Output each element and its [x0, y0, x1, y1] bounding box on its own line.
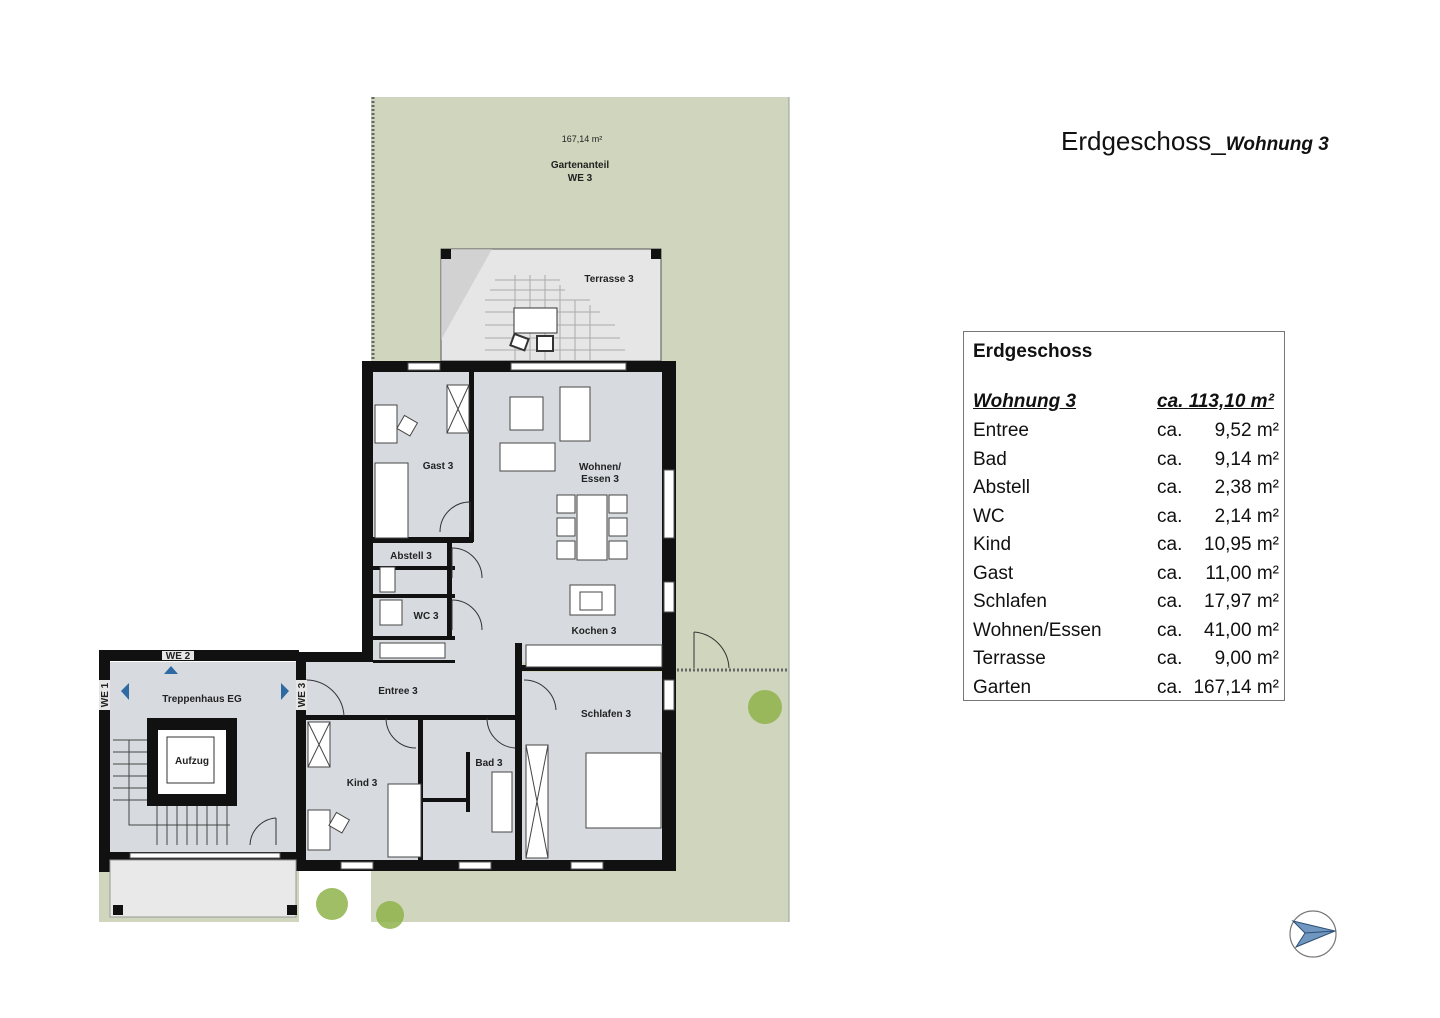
room-label-wohnen: Wohnen/ — [579, 462, 621, 473]
room-label-abstell: Abstell 3 — [390, 551, 432, 562]
room-label-wc: WC 3 — [414, 611, 439, 622]
title-sub: Wohnung 3 — [1225, 134, 1329, 155]
stairs — [113, 739, 230, 845]
garden-area-value: 167,14 m² — [562, 134, 603, 144]
garden-label-we: WE 3 — [568, 173, 593, 184]
terrace-label: Terrasse 3 — [584, 274, 634, 285]
room-label-essen: Essen 3 — [581, 474, 619, 485]
room-label-treppenhaus: Treppenhaus EG — [162, 694, 242, 705]
room-label-schlafen: Schlafen 3 — [581, 709, 631, 720]
area-row-total: Wohnung 3 ca. 113,10 m² — [973, 391, 1274, 412]
room-label-kind: Kind 3 — [347, 778, 378, 789]
entrance-landing — [109, 859, 297, 918]
title-main: Erdgeschoss_ — [1061, 126, 1226, 156]
room-label-kochen: Kochen 3 — [571, 626, 616, 637]
tag-we1 — [99, 680, 110, 710]
shrubs — [316, 690, 782, 929]
unit-tag-we3: WE 3 — [297, 682, 308, 707]
room-label-entree: Entree 3 — [378, 686, 418, 697]
tag-we3 — [296, 680, 307, 710]
tag-we2 — [162, 651, 194, 660]
doors — [249, 501, 730, 846]
furniture — [307, 384, 663, 859]
area-table-heading: Erdgeschoss — [973, 341, 1093, 362]
unit-tag-we1: WE 1 — [100, 682, 111, 707]
garden-label: Gartenanteil — [551, 160, 610, 171]
page-title: Erdgeschoss_Wohnung 3 — [1061, 126, 1329, 157]
north-arrow-icon — [1289, 910, 1337, 958]
windows — [129, 362, 675, 870]
unit-tag-we2: WE 2 — [166, 651, 191, 662]
elevator-label: Aufzug — [175, 756, 209, 767]
room-label-bad: Bad 3 — [475, 758, 503, 769]
room-label-gast: Gast 3 — [423, 461, 454, 472]
area-table: Erdgeschoss Wohnung 3 ca. 113,10 m² Entr… — [963, 331, 1285, 701]
